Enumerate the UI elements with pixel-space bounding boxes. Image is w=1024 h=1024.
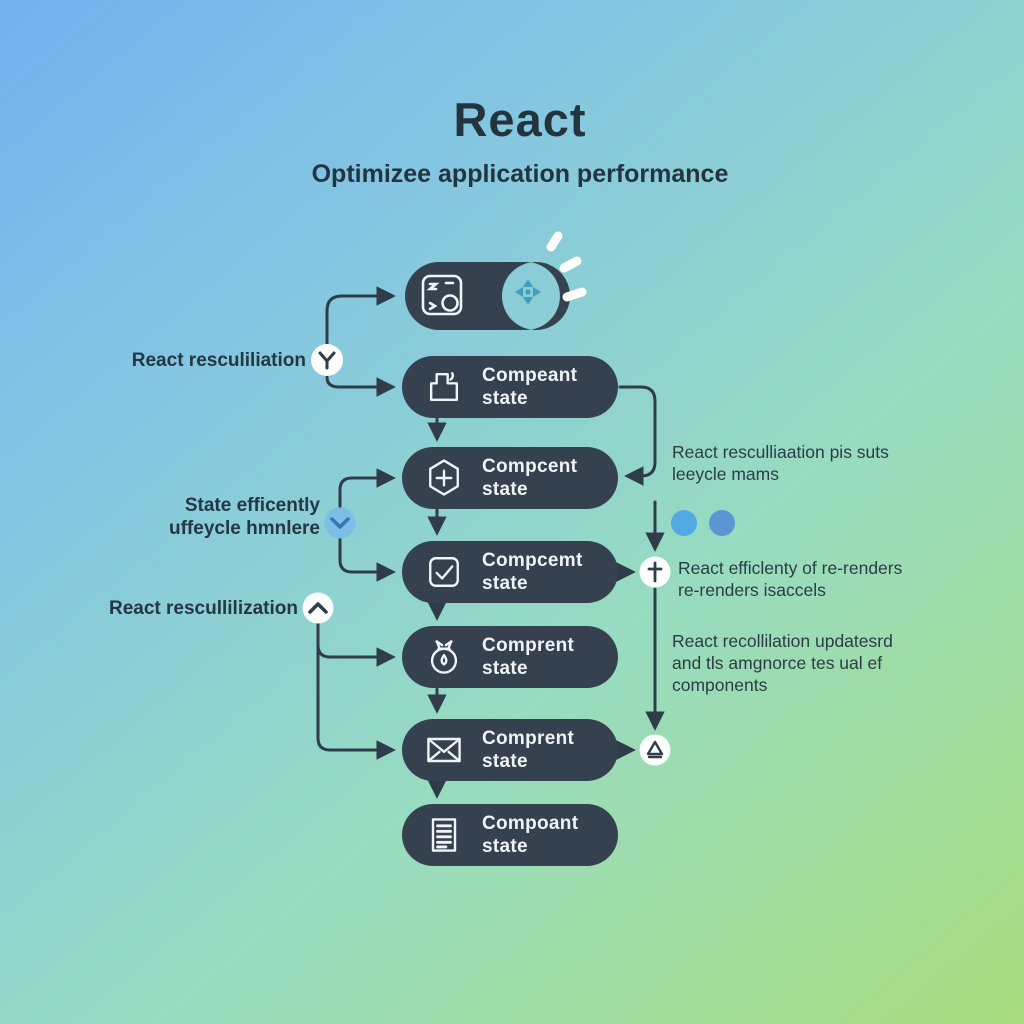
label-line2: uffeycle hmnlere [169,518,320,539]
note-line2: re-renders isaccels [678,580,826,600]
node-label-line2: state [482,479,528,500]
blue-dot-right [709,510,735,536]
label-react-reconciliation-2: React rescullilization [108,598,298,619]
note-efficiency-rerenders: React efficlenty of re-renders re-render… [678,557,998,601]
page-subtitle: Optimizee application performance [311,160,729,188]
connector-label3-to-node6 [316,622,396,760]
node-label-line1: Comprent [482,635,575,656]
sparkle-rays-icon [546,231,587,302]
note-line1: React efficlenty of re-renders [678,558,903,578]
label-state-efficiently: State efficently uffeycle hmnlere [118,494,320,540]
node-label-line2: state [482,751,528,772]
node-label-line1: Compeant [482,365,578,386]
label-react-reconciliation-1: React resculiliation [131,350,306,371]
connector-label1-to-node1 [325,286,396,345]
node-label-line2: state [482,573,528,594]
page-title: React [453,93,587,146]
box-tab-icon [429,372,459,402]
node-label-line2: state [482,658,528,679]
plus-dagger-icon [639,556,671,588]
move-cross-icon [515,279,541,305]
note-line2: and tls amgnorce tes ual ef [672,653,883,673]
hexagon-plus-icon [429,459,459,496]
document-lines-icon [431,818,457,852]
note-line3: components [672,675,768,695]
branch-y-icon [311,344,343,376]
chevron-down-icon [324,507,356,539]
connector-label2-to-node4 [338,537,396,582]
flow-node-crescent [405,262,571,331]
node-label-line2: state [482,388,528,409]
blue-dot-left [671,510,697,536]
node-label-line1: Compcemt [482,550,583,571]
label-line1: State efficently [184,495,320,516]
dashboard-crescent-icon [421,274,463,316]
node-label-line2: state [482,836,528,857]
note-line2: leeycle mams [672,464,779,484]
envelope-icon [427,737,461,763]
note-line1: React resculliaation pis suts [672,442,889,462]
money-bag-icon [430,640,458,674]
node-label-line1: Comprent [482,728,575,749]
note-reconciliation-lifecycle: React resculliaation pis suts leeycle ma… [672,441,982,485]
triangle-alert-icon [639,734,671,766]
node-label-line1: Compcent [482,456,578,477]
connector-label1-to-node2 [325,375,396,397]
connector-label3-to-node5 [316,622,396,667]
note-line1: React recollilation updatesrd [672,631,893,651]
connector-label2-to-node3 [338,468,396,509]
checkbox-icon [429,557,459,587]
node-label-line1: Compoant [482,813,579,834]
chevron-up-icon [302,592,334,624]
connector-node2-loop-node3 [618,385,657,486]
note-reconciliation-updates: React recollilation updatesrd and tls am… [672,630,1002,696]
